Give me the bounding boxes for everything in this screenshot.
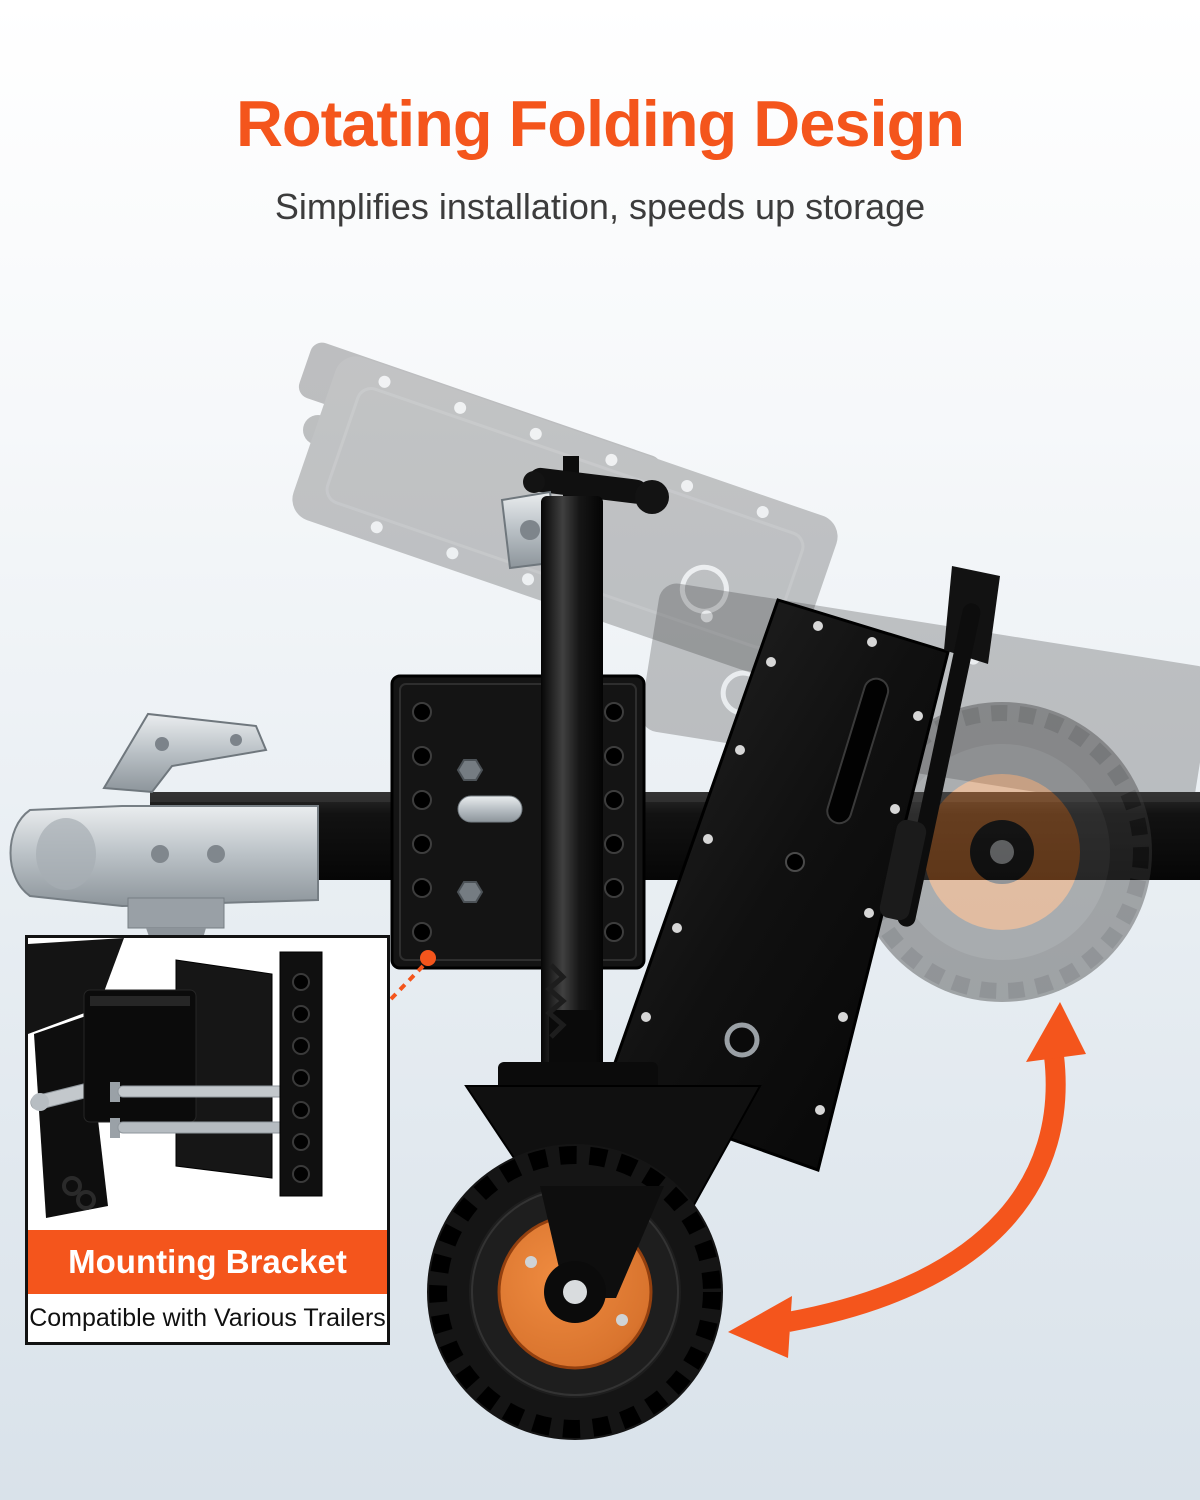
inset-leader-line <box>388 950 436 1002</box>
page-title: Rotating Folding Design <box>235 87 965 160</box>
inset-bracket-illustration <box>28 938 387 1230</box>
page-subtitle: Simplifies installation, speeds up stora… <box>274 186 926 227</box>
trailer-tongue-beam <box>150 792 1200 880</box>
inset-title: Mounting Bracket <box>28 1230 387 1294</box>
mounting-bracket-inset: Mounting Bracket Compatible with Various… <box>25 935 390 1345</box>
rotation-arrow-icon <box>728 1002 1086 1358</box>
trailer-coupler <box>9 712 319 962</box>
swivel-caster-wheel <box>427 1062 762 1440</box>
ghost-wheel <box>852 702 1152 1002</box>
jack-post <box>500 456 669 1120</box>
mounting-bracket-plate <box>390 674 646 970</box>
safety-spring <box>545 963 567 1039</box>
jack-handle-rod <box>879 566 1000 927</box>
folded-jack-body <box>602 566 1000 1172</box>
inset-subtitle: Compatible with Various Trailers <box>28 1294 387 1342</box>
